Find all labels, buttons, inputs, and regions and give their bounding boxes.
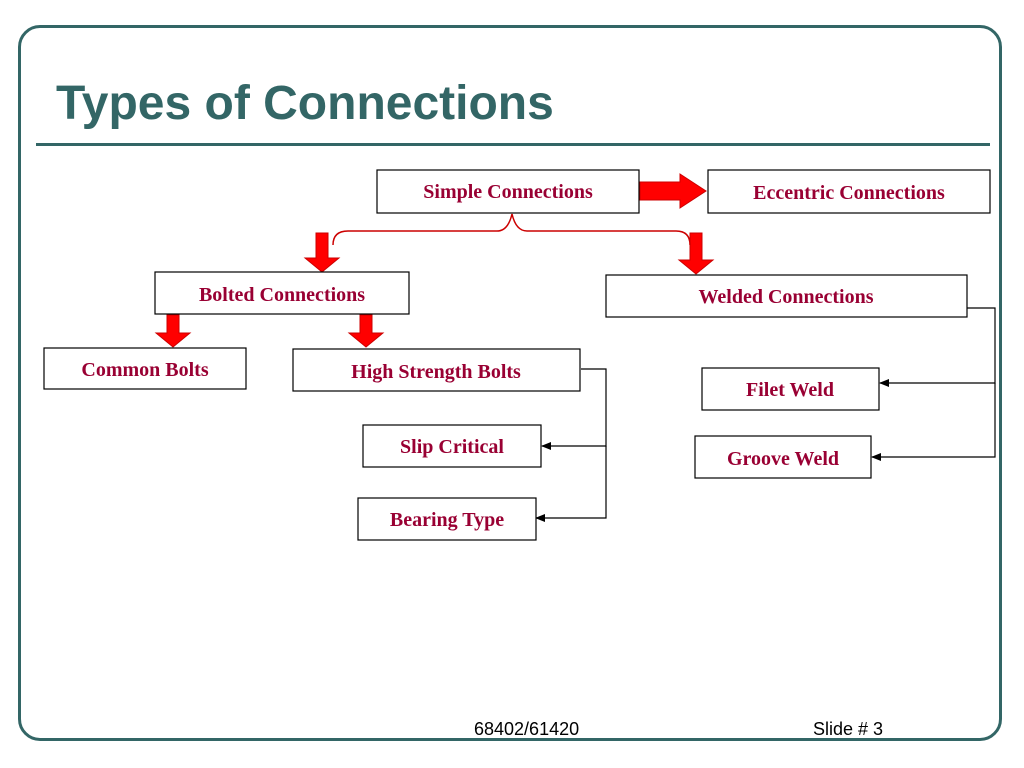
- node-slip-critical: Slip Critical: [362, 424, 542, 468]
- node-slip-critical-label: Slip Critical: [400, 436, 504, 458]
- node-groove-weld: Groove Weld: [694, 435, 872, 479]
- slide-title: Types of Connections: [56, 77, 554, 130]
- arrow-simple-to-eccentric: [639, 173, 707, 209]
- node-high-strength-bolts: High Strength Bolts: [292, 348, 581, 392]
- arrow-to-high-strength: [347, 314, 385, 348]
- arrow-to-common-bolts: [154, 314, 192, 348]
- node-welded-connections: Welded Connections: [605, 274, 968, 318]
- title-underline: [36, 143, 990, 146]
- node-simple-connections: Simple Connections: [376, 169, 640, 214]
- connector-high-strength-to-bearing-type: [535, 446, 607, 522]
- arrow-to-bolted: [303, 232, 341, 273]
- connector-welded-to-groove-weld: [871, 383, 996, 461]
- node-high-strength-label: High Strength Bolts: [351, 361, 521, 383]
- node-simple-label: Simple Connections: [423, 181, 593, 203]
- node-bolted-label: Bolted Connections: [199, 284, 365, 306]
- node-filet-weld: Filet Weld: [701, 367, 880, 411]
- brace-simple: [332, 213, 691, 246]
- slide-frame: [18, 25, 1002, 741]
- node-bolted-connections: Bolted Connections: [154, 271, 410, 315]
- connector-welded-to-filet-weld: [879, 307, 996, 387]
- node-common-bolts: Common Bolts: [43, 347, 247, 390]
- footer-slide-number: Slide # 3: [813, 719, 884, 739]
- connector-high-strength-to-slip-critical: [541, 368, 607, 450]
- node-eccentric-connections: Eccentric Connections: [707, 169, 991, 214]
- node-groove-weld-label: Groove Weld: [727, 448, 839, 470]
- node-bearing-type: Bearing Type: [357, 497, 537, 541]
- node-filet-weld-label: Filet Weld: [746, 379, 834, 401]
- node-common-bolts-label: Common Bolts: [81, 359, 208, 381]
- arrow-to-welded: [677, 232, 715, 275]
- node-welded-label: Welded Connections: [698, 286, 873, 308]
- node-eccentric-label: Eccentric Connections: [753, 182, 945, 204]
- node-bearing-type-label: Bearing Type: [390, 509, 504, 531]
- footer-course-code: 68402/61420: [474, 719, 580, 739]
